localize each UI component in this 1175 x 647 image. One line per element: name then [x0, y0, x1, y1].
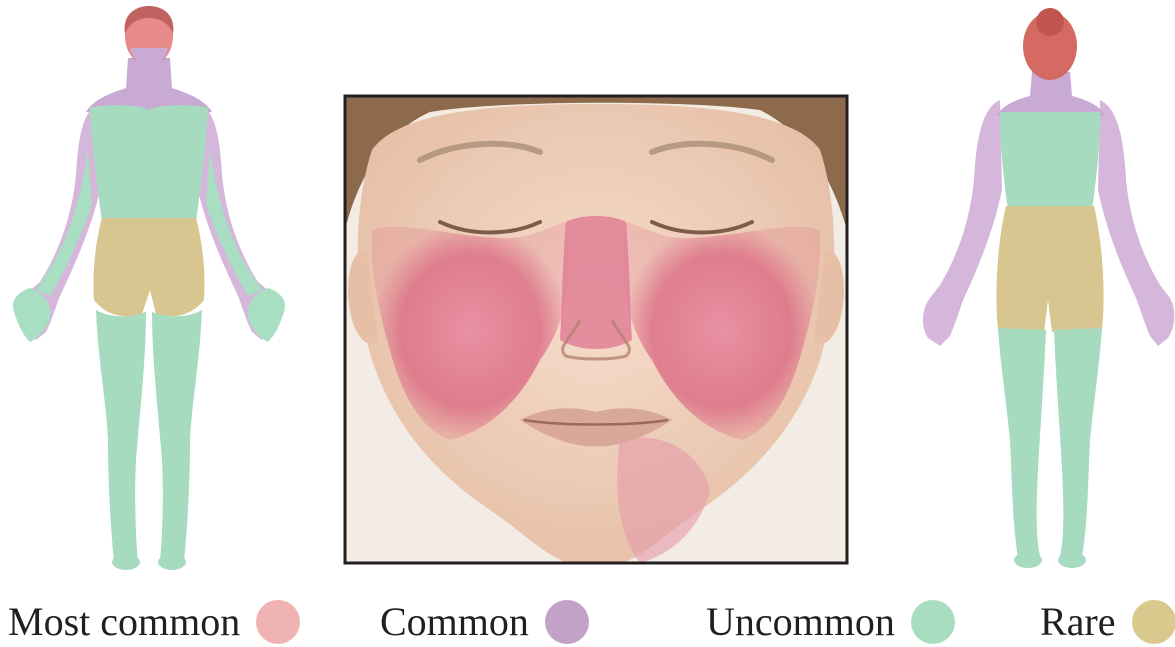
- legend-item-most-common: Most common: [8, 596, 300, 647]
- face-panel: [345, 96, 847, 563]
- legend-label: Rare: [1040, 602, 1116, 642]
- back-body-figure: [923, 8, 1174, 568]
- back-left-foot: [1014, 552, 1042, 568]
- back-hair-bun: [1036, 8, 1064, 36]
- legend-item-uncommon: Uncommon: [706, 596, 955, 647]
- back-left-leg-uncommon: [998, 328, 1046, 558]
- front-body-figure: [13, 6, 285, 570]
- legend-label: Most common: [8, 602, 240, 642]
- lupus-rash-distribution-illustration: [0, 0, 1175, 596]
- front-right-foot: [158, 554, 186, 570]
- legend-swatch-uncommon: [911, 600, 955, 644]
- legend: Most common Common Uncommon Rare: [0, 596, 1175, 647]
- front-torso-uncommon: [90, 105, 208, 222]
- back-buttocks-rare: [996, 206, 1103, 332]
- malar-rash-nose-bridge: [560, 216, 632, 349]
- back-upper-uncommon: [1000, 112, 1100, 210]
- front-right-leg-uncommon: [152, 310, 202, 562]
- legend-swatch-most-common: [256, 600, 300, 644]
- front-left-foot: [112, 554, 140, 570]
- legend-swatch-rare: [1132, 600, 1175, 644]
- legend-item-common: Common: [380, 596, 589, 647]
- front-left-leg-uncommon: [96, 310, 146, 562]
- back-right-leg-uncommon: [1054, 328, 1102, 558]
- legend-label: Common: [380, 602, 529, 642]
- legend-item-rare: Rare: [1040, 596, 1175, 647]
- front-hips-rare: [93, 218, 204, 316]
- back-left-arm-common: [923, 100, 1002, 346]
- back-right-arm-common: [1098, 100, 1174, 346]
- back-right-foot: [1058, 552, 1086, 568]
- legend-label: Uncommon: [706, 602, 895, 642]
- legend-swatch-common: [545, 600, 589, 644]
